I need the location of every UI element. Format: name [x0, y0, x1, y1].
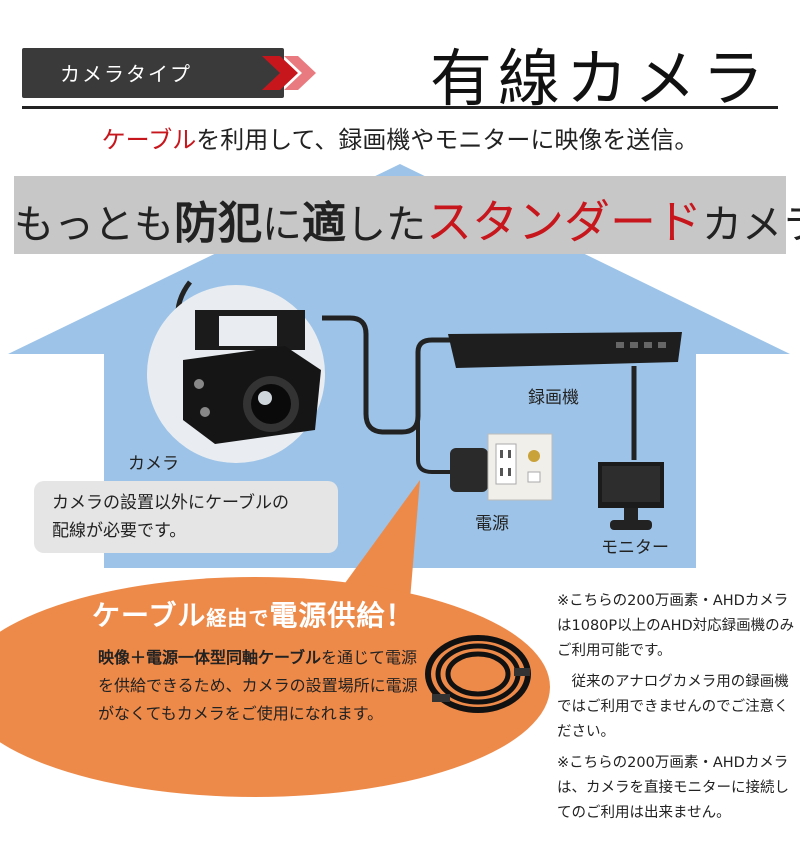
coax-cable-image	[425, 635, 531, 713]
monitor-label: モニター	[601, 538, 669, 558]
camera-image	[183, 310, 321, 444]
power-label: 電源	[475, 514, 509, 534]
power-outlet-image	[450, 433, 553, 501]
note-monitor-direct: ※こちらの200万画素・AHDカメラは、カメラを直接モニターに接続してのご利用は…	[557, 755, 789, 821]
callout-pointer	[340, 480, 420, 600]
recorder-image	[448, 332, 682, 368]
house-illustration	[8, 164, 790, 568]
camera-type-label: カメラタイプ	[60, 62, 192, 86]
recorder-label: 録画機	[528, 388, 579, 408]
subtitle: ケーブルを利用して、録画機やモニターに映像を送信。	[101, 126, 699, 154]
callout-body: 映像＋電源一体型同軸ケーブルを通じて電源を供給できるため、カメラの設置場所に電源…	[98, 648, 418, 723]
note-analog-recorder: 従来のアナログカメラ用の録画機ではご利用できませんのでご注意ください。	[557, 674, 789, 740]
callout-title: ケーブル経由で電源供給！	[92, 599, 415, 632]
headline-text: もっとも防犯に適したスタンダードカメラ	[14, 195, 800, 249]
monitor-image	[598, 462, 664, 530]
page-title: 有線カメラ	[430, 42, 771, 115]
wiring-note: カメラの設置以外にケーブルの配線が必要です。	[52, 493, 289, 541]
divider	[22, 106, 778, 109]
camera-type-tag	[22, 48, 284, 98]
camera-label: カメラ	[128, 454, 179, 474]
compatibility-notes: ※こちらの200万画素・AHDカメラは1080P以上のAHD対応録画機のみご利用…	[557, 589, 795, 832]
wiring-note-box	[34, 481, 338, 553]
double-arrow-icon	[262, 56, 316, 90]
headline-banner	[14, 176, 786, 254]
note-ahd-recorder: ※こちらの200万画素・AHDカメラは1080P以上のAHD対応録画機のみご利用…	[557, 593, 795, 659]
